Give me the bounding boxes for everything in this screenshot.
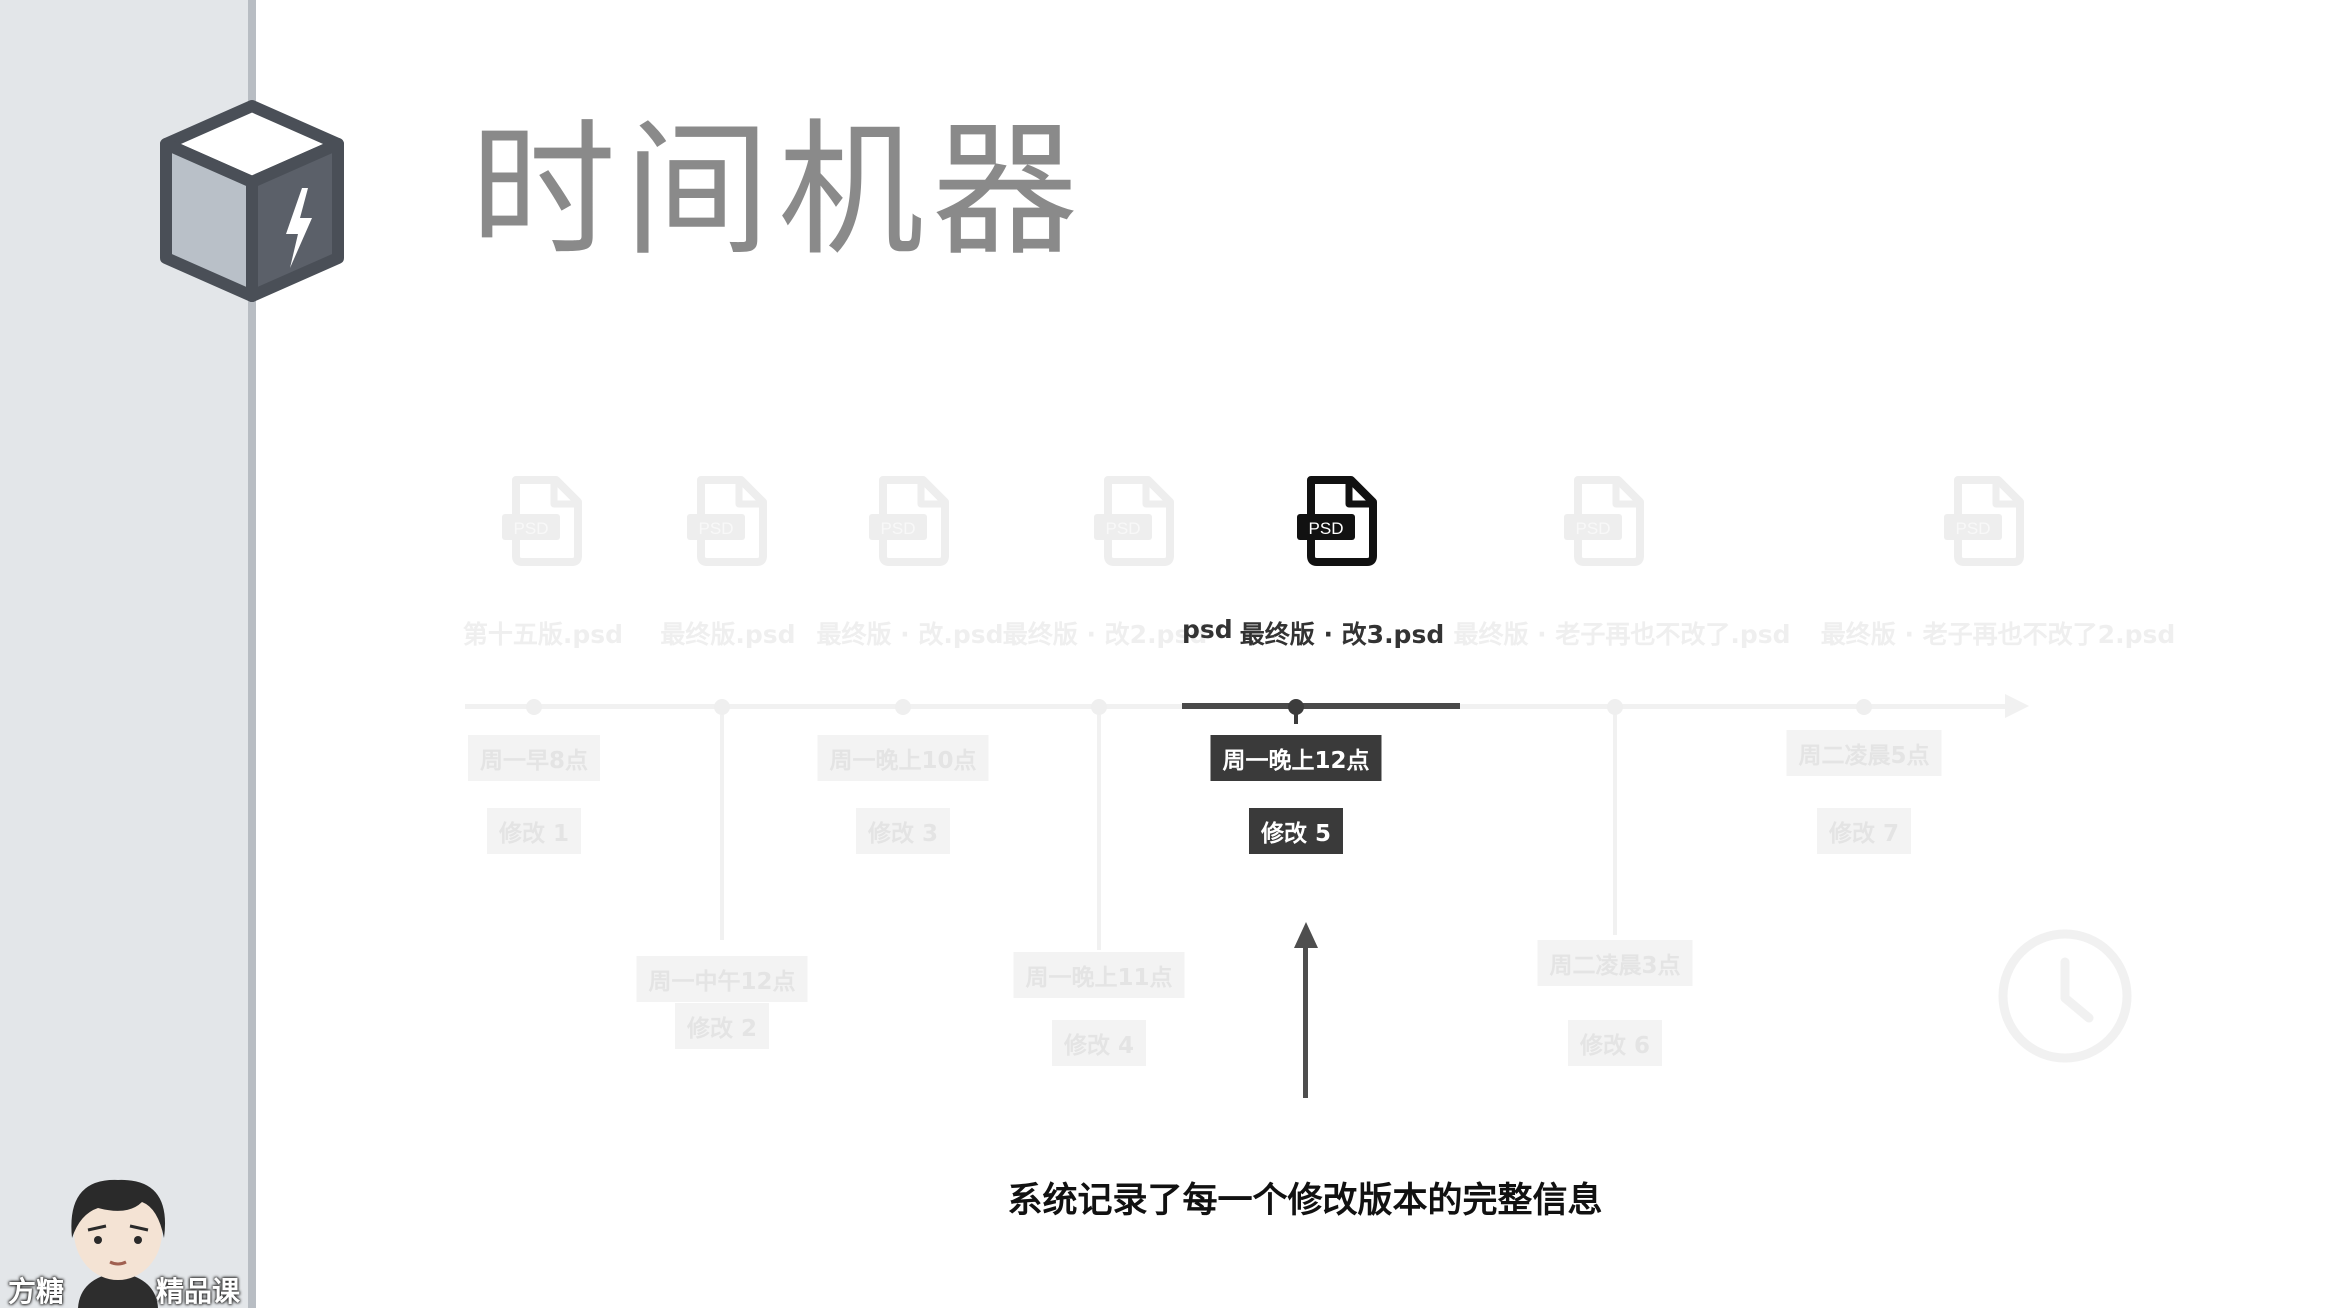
- timeline-node: [1091, 699, 1107, 715]
- psd-label: PSD: [1309, 519, 1344, 538]
- timeline-node: [895, 699, 911, 715]
- cube-lightning-icon: [160, 100, 344, 302]
- timeline-node: [526, 699, 542, 715]
- timeline-edit-tag: 修改 4: [1051, 1020, 1147, 1066]
- timeline-edit-tag: 修改 3: [855, 808, 951, 854]
- psd-file-icon: PSD: [1560, 474, 1650, 568]
- timeline-node: [1607, 699, 1623, 715]
- timeline-edit-tag: 修改 1: [486, 808, 582, 854]
- file-name-label: 最终版 · 改3.psd: [1239, 620, 1445, 649]
- file-name-label: 最终版 · 改.psd: [816, 620, 1004, 649]
- file-name-label: 最终版 · 老子再也不改了.psd: [1453, 620, 1791, 649]
- timeline-stem: [1294, 706, 1298, 724]
- timeline-arrowhead: [2005, 694, 2029, 718]
- timeline-edit-tag: 修改 7: [1816, 808, 1912, 854]
- timeline-time-tag: 周一晚上12点: [1210, 735, 1382, 781]
- psd-label: PSD: [1106, 519, 1141, 538]
- timeline-time-tag: 周一晚上10点: [817, 735, 989, 781]
- timeline-time-tag: 周一中午12点: [636, 956, 808, 1002]
- psd-label: PSD: [881, 519, 916, 538]
- timeline-stem: [720, 706, 724, 940]
- psd-file-icon: PSD: [498, 474, 588, 568]
- psd-label: PSD: [699, 519, 734, 538]
- file-name-label: 最终版 · 改2.psd: [1002, 620, 1208, 649]
- pointer-arrow-shaft: [1303, 930, 1308, 1098]
- file-name-label: 最终版.psd: [660, 620, 796, 649]
- brand-left: 方糖: [8, 1275, 65, 1308]
- timeline-node: [1288, 699, 1304, 715]
- timeline-stem: [1613, 706, 1617, 935]
- timeline-edit-tag: 修改 5: [1248, 808, 1344, 854]
- caption-text: 系统记录了每一个修改版本的完整信息: [1007, 1181, 1603, 1221]
- file-name-label: 第十五版.psd: [462, 620, 624, 649]
- psd-label: PSD: [514, 519, 549, 538]
- avatar: [71, 1179, 166, 1308]
- psd-label: PSD: [1576, 519, 1611, 538]
- brand-right: 精品课: [156, 1275, 241, 1308]
- timeline-time-tag: 周二凌晨5点: [1786, 730, 1942, 776]
- timeline-node: [714, 699, 730, 715]
- timeline-stem: [1097, 706, 1101, 950]
- timeline-node: [1856, 699, 1872, 715]
- filename-fragment: psd: [1182, 615, 1233, 644]
- timeline-time-tag: 周一晚上11点: [1013, 952, 1185, 998]
- timeline-time-tag: 周一早8点: [467, 735, 601, 781]
- file-name-label: 最终版 · 老子再也不改了2.psd: [1820, 620, 2176, 649]
- timeline-edit-tag: 修改 6: [1567, 1020, 1663, 1066]
- page-title: 时间机器: [470, 106, 1086, 276]
- timeline-edit-tag: 修改 2: [674, 1003, 770, 1049]
- timeline-time-tag: 周二凌晨3点: [1537, 940, 1693, 986]
- psd-file-icon: PSD: [865, 474, 955, 568]
- psd-file-icon: PSD: [1940, 474, 2030, 568]
- sidebar-divider: [248, 0, 256, 1308]
- psd-file-icon: PSD: [1293, 474, 1383, 568]
- timeline-active-segment: [1182, 703, 1460, 709]
- psd-file-icon: PSD: [1090, 474, 1180, 568]
- psd-label: PSD: [1956, 519, 1991, 538]
- clock-icon: [1998, 929, 2132, 1063]
- psd-file-icon: PSD: [683, 474, 773, 568]
